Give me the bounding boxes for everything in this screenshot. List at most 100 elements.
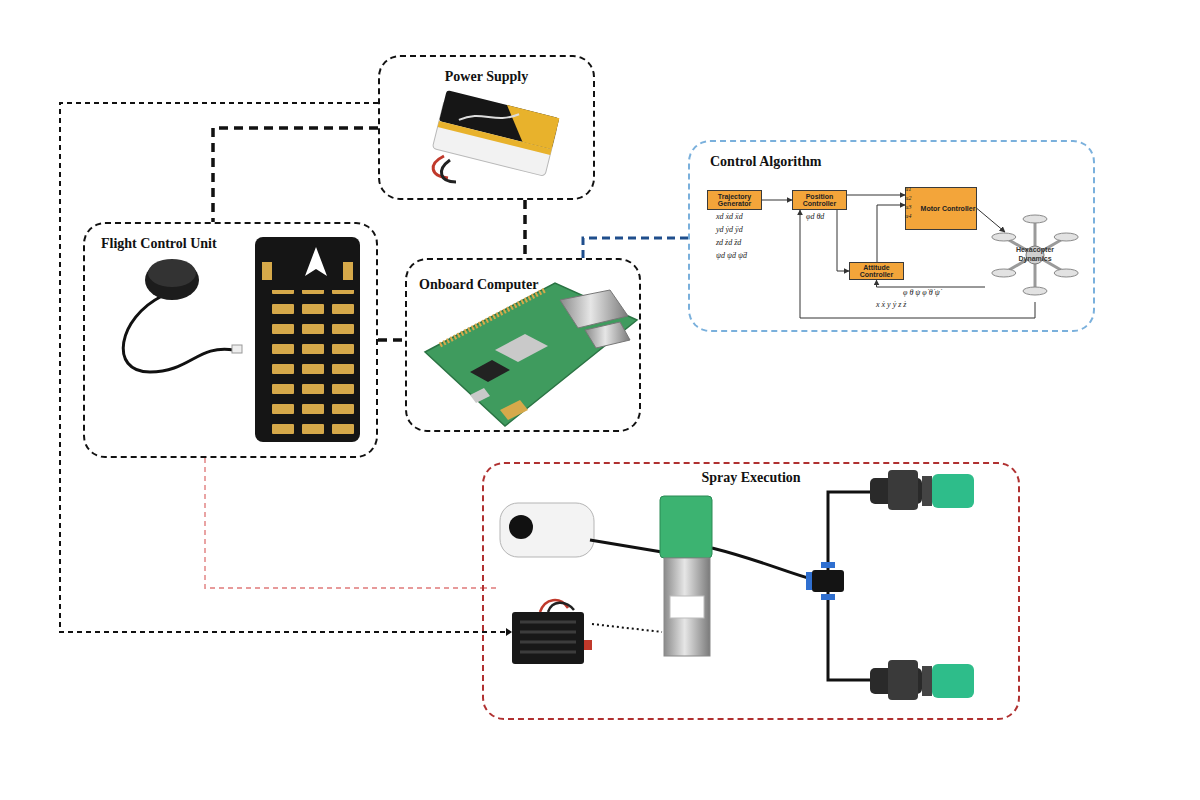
group-heading: Onboard Computer <box>419 277 619 293</box>
group-box: Onboard Computer <box>405 258 641 432</box>
group-heading: Power Supply <box>380 69 593 85</box>
connector <box>877 280 986 287</box>
tee-connector-part <box>806 572 812 590</box>
battery-part <box>432 90 559 176</box>
esc-part <box>548 603 574 612</box>
rotor <box>1023 215 1047 223</box>
hoses-part <box>590 540 662 552</box>
raspberry-pi-part <box>585 322 630 348</box>
connector <box>847 195 905 196</box>
math-symbol: x ẋ y ẏ z ż <box>876 301 906 309</box>
connector <box>583 238 688 258</box>
connector <box>523 200 527 258</box>
group-box: Flight Control Unit <box>83 222 378 458</box>
hoses-part <box>828 592 872 680</box>
connector <box>60 103 482 632</box>
raspberry-pi-part <box>470 388 490 403</box>
flight-controller-part <box>262 262 272 280</box>
flight-controller-part <box>264 290 354 436</box>
gps-module-part <box>148 259 196 287</box>
hoses-part <box>828 492 872 570</box>
process-box: Attitude Controller <box>849 262 904 280</box>
wires-part <box>482 587 496 589</box>
pump-part <box>664 558 710 656</box>
rotor <box>1054 233 1078 241</box>
rotor <box>992 269 1016 277</box>
nozzles-part <box>922 476 932 506</box>
group-heading: Spray Execution <box>484 470 1018 486</box>
math-symbol: u1 <box>905 186 912 193</box>
connector <box>205 458 482 588</box>
tee-connector <box>806 562 844 600</box>
flight-controller-part <box>343 262 353 280</box>
gps-module <box>123 259 242 372</box>
raspberry-pi-part <box>495 334 548 362</box>
rotor <box>1054 269 1078 277</box>
group-box: Power Supply <box>378 55 595 200</box>
math-symbol: u3 <box>905 204 912 211</box>
process-box: Position Controller <box>792 190 847 210</box>
block-label: Trajectory Generator <box>708 193 761 208</box>
group-box: Spray Execution <box>482 462 1020 720</box>
math-symbol: xd ẋd ẍd <box>716 213 743 221</box>
raspberry-pi-part <box>500 400 528 420</box>
group-heading: Flight Control Unit <box>101 236 321 252</box>
wires-part <box>592 624 662 632</box>
connector <box>877 205 905 262</box>
tee-connector-part <box>821 594 835 600</box>
tee-connector-part <box>812 570 844 592</box>
battery-part <box>441 160 456 182</box>
flight-controller-part <box>255 237 360 442</box>
battery <box>432 90 559 182</box>
raspberry-pi <box>425 283 637 426</box>
raspberry-pi-part <box>425 283 637 426</box>
nozzles-part <box>932 664 974 698</box>
spray-tank-part <box>509 515 533 539</box>
connector <box>378 338 405 342</box>
hoses-part <box>712 548 815 580</box>
pump-part <box>660 496 712 558</box>
block-label: Motor Controller <box>921 205 976 212</box>
math-symbol: φd θd <box>806 213 824 221</box>
nozzles-part <box>922 666 932 696</box>
math-symbol: φ θ ψ φ̇ θ̇ ψ̇ <box>903 289 940 297</box>
math-symbol: zd żd z̈d <box>716 239 741 247</box>
spray-tank-part <box>500 503 594 557</box>
nozzles-part <box>932 474 974 508</box>
tee-connector-part <box>821 562 835 568</box>
block-label: Position Controller <box>793 193 846 208</box>
wires-part <box>482 631 506 633</box>
block-label: Hexacopter Dynamics <box>1005 246 1065 262</box>
gps-module-part <box>145 260 199 300</box>
group-heading: Control Algorithm <box>710 154 930 170</box>
nozzles-part <box>888 470 918 510</box>
nozzles-part <box>888 660 918 700</box>
gps-module-part <box>232 345 242 353</box>
spray-tank <box>500 503 594 557</box>
block-label: Attitude Controller <box>850 264 903 279</box>
math-symbol: u2 <box>905 195 912 202</box>
process-box: Motor Controller <box>905 187 977 230</box>
gps-module-part <box>123 296 234 372</box>
raspberry-pi-part <box>470 360 510 382</box>
esc-part <box>520 622 576 652</box>
wires <box>482 588 662 636</box>
wires-part <box>506 628 512 636</box>
math-symbol: yd ẏd ÿd <box>716 226 743 234</box>
pump-part <box>670 596 704 618</box>
rotor <box>992 233 1016 241</box>
process-box: Trajectory Generator <box>707 190 762 210</box>
flight-controller-part <box>305 247 327 276</box>
math-symbol: ψd ψ̇d ψ̈d <box>716 252 747 260</box>
rotor <box>1023 287 1047 295</box>
esc-part <box>584 640 592 650</box>
esc <box>512 600 592 664</box>
math-symbol: u4 <box>905 213 912 220</box>
hexacopter-node: Hexacopter Dynamics <box>985 207 1085 302</box>
connector <box>837 210 849 271</box>
battery-part-part <box>438 121 552 155</box>
pump <box>660 496 712 656</box>
hoses <box>590 492 872 680</box>
